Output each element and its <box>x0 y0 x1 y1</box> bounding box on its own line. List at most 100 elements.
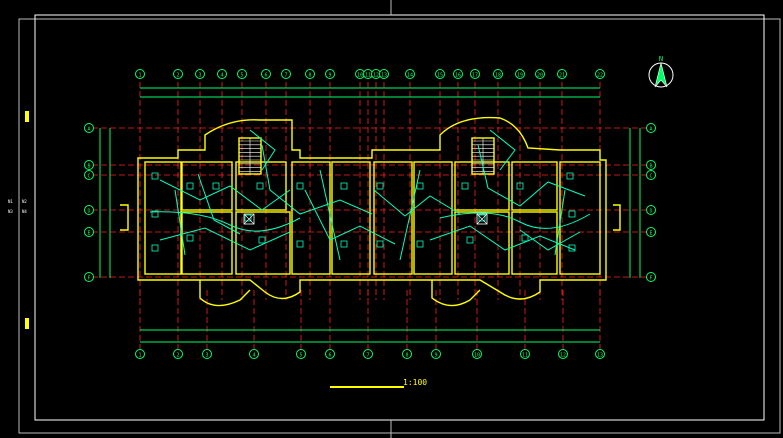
top-axis-bubble: 8 <box>305 69 315 79</box>
fixture-box <box>186 182 194 190</box>
left-axis-bubble: C <box>84 170 94 180</box>
fixture-box <box>340 182 348 190</box>
top-axis-bubble: 5 <box>237 69 247 79</box>
bottom-axis-label: 12 <box>560 353 566 359</box>
fixtures <box>151 172 576 252</box>
left-axis-label: F <box>87 276 90 282</box>
fixture-box <box>566 172 574 180</box>
left-axis-label: E <box>87 231 90 237</box>
left-marker-top <box>25 111 29 122</box>
bottom-axis-label: 7 <box>366 353 369 359</box>
bottom-axis-bubble: 12 <box>558 349 568 359</box>
top-axis-label: 18 <box>495 73 501 79</box>
top-axis-bubble: 7 <box>281 69 291 79</box>
fixture-box <box>186 234 194 242</box>
top-axis-bubble: 3 <box>195 69 205 79</box>
fixture-box <box>244 214 252 222</box>
wire-run <box>261 144 373 215</box>
top-axis-label: 11 <box>365 73 371 79</box>
right-axis-bubble: C <box>646 170 656 180</box>
bottom-axis-label: 11 <box>522 353 528 359</box>
wire-run <box>429 225 576 251</box>
top-axis-label: 10 <box>357 73 363 79</box>
fixture-box <box>151 210 159 218</box>
panel-cross <box>476 213 488 225</box>
wire-run <box>319 169 341 261</box>
bottom-axis-label: 6 <box>328 353 331 359</box>
wire-run <box>197 173 241 235</box>
fixture-box <box>256 182 264 190</box>
top-axis-label: 5 <box>240 73 243 79</box>
top-axis-bubble: 15 <box>435 69 445 79</box>
bottom-axis-bubble: 9 <box>431 349 441 359</box>
bottom-axis-bubble: 2 <box>173 349 183 359</box>
fixture-box <box>151 244 159 252</box>
bottom-axis-label: 8 <box>405 353 408 359</box>
fixture-box <box>151 172 159 180</box>
bottom-axis-bubble: 8 <box>402 349 412 359</box>
bottom-axis-bubble: 6 <box>325 349 335 359</box>
top-axis-label: 20 <box>537 73 543 79</box>
fixture-box <box>568 210 576 218</box>
bottom-axis-bubble: 1 <box>135 349 145 359</box>
top-axis-bubble: 17 <box>470 69 480 79</box>
bottom-axis-label: 13 <box>597 353 603 359</box>
left-note: N2 <box>22 199 27 204</box>
top-axis-bubble: 22 <box>595 69 605 79</box>
wire-run <box>489 129 516 171</box>
right-axis-label: E <box>649 231 652 237</box>
top-axis-label: 3 <box>198 73 201 79</box>
fixture-box <box>521 234 529 242</box>
bottom-axis-label: 3 <box>205 353 208 359</box>
fixture-box <box>258 236 266 244</box>
top-axis-label: 14 <box>407 73 413 79</box>
wire-run <box>554 189 566 256</box>
top-axis-bubble: 19 <box>515 69 525 79</box>
top-axis-bubble: 6 <box>261 69 271 79</box>
panel-cross <box>243 213 255 225</box>
inner-frame <box>34 14 765 421</box>
panel-box <box>243 213 255 225</box>
fixture-box <box>376 182 384 190</box>
bottom-axis-label: 10 <box>474 353 480 359</box>
fixture-box <box>568 244 576 252</box>
left-axis-label: B <box>87 164 90 170</box>
bottom-axis-bubble: 10 <box>472 349 482 359</box>
left-axis-bubble: D <box>84 205 94 215</box>
fixture-box <box>461 182 469 190</box>
scale-bar: 1:100 <box>330 378 427 388</box>
wire-run <box>519 229 581 251</box>
top-axis-bubble: 2 <box>173 69 183 79</box>
fixture-box <box>466 236 474 244</box>
wire-run <box>149 211 301 232</box>
left-axis-bubble: B <box>84 160 94 170</box>
bottom-axis-label: 2 <box>176 353 179 359</box>
top-axis-bubble: 20 <box>535 69 545 79</box>
top-axis-bubble: 16 <box>453 69 463 79</box>
wire-run <box>249 129 276 171</box>
fixture-box <box>212 182 220 190</box>
left-axis-label: C <box>87 174 90 180</box>
right-axis-label: C <box>649 174 652 180</box>
top-axis-label: 6 <box>264 73 267 79</box>
top-axis-label: 19 <box>517 73 523 79</box>
left-axis-bubble: F <box>84 272 94 282</box>
wire-run <box>159 179 291 211</box>
top-axis-label: 17 <box>472 73 478 79</box>
top-axis-bubble: 11 <box>363 69 373 79</box>
fixture-box <box>416 182 424 190</box>
electrical-wiring <box>149 129 591 261</box>
wire-run <box>373 189 461 217</box>
fixture-box <box>376 240 384 248</box>
panel-box <box>476 213 488 225</box>
right-axis-label: A <box>649 127 652 133</box>
dimension-lines <box>99 87 641 343</box>
wire-run <box>304 189 396 245</box>
scale-label: 1:100 <box>403 378 427 387</box>
top-axis-label: 9 <box>328 73 331 79</box>
top-axis-label: 8 <box>308 73 311 79</box>
right-axis-bubble: D <box>646 205 656 215</box>
